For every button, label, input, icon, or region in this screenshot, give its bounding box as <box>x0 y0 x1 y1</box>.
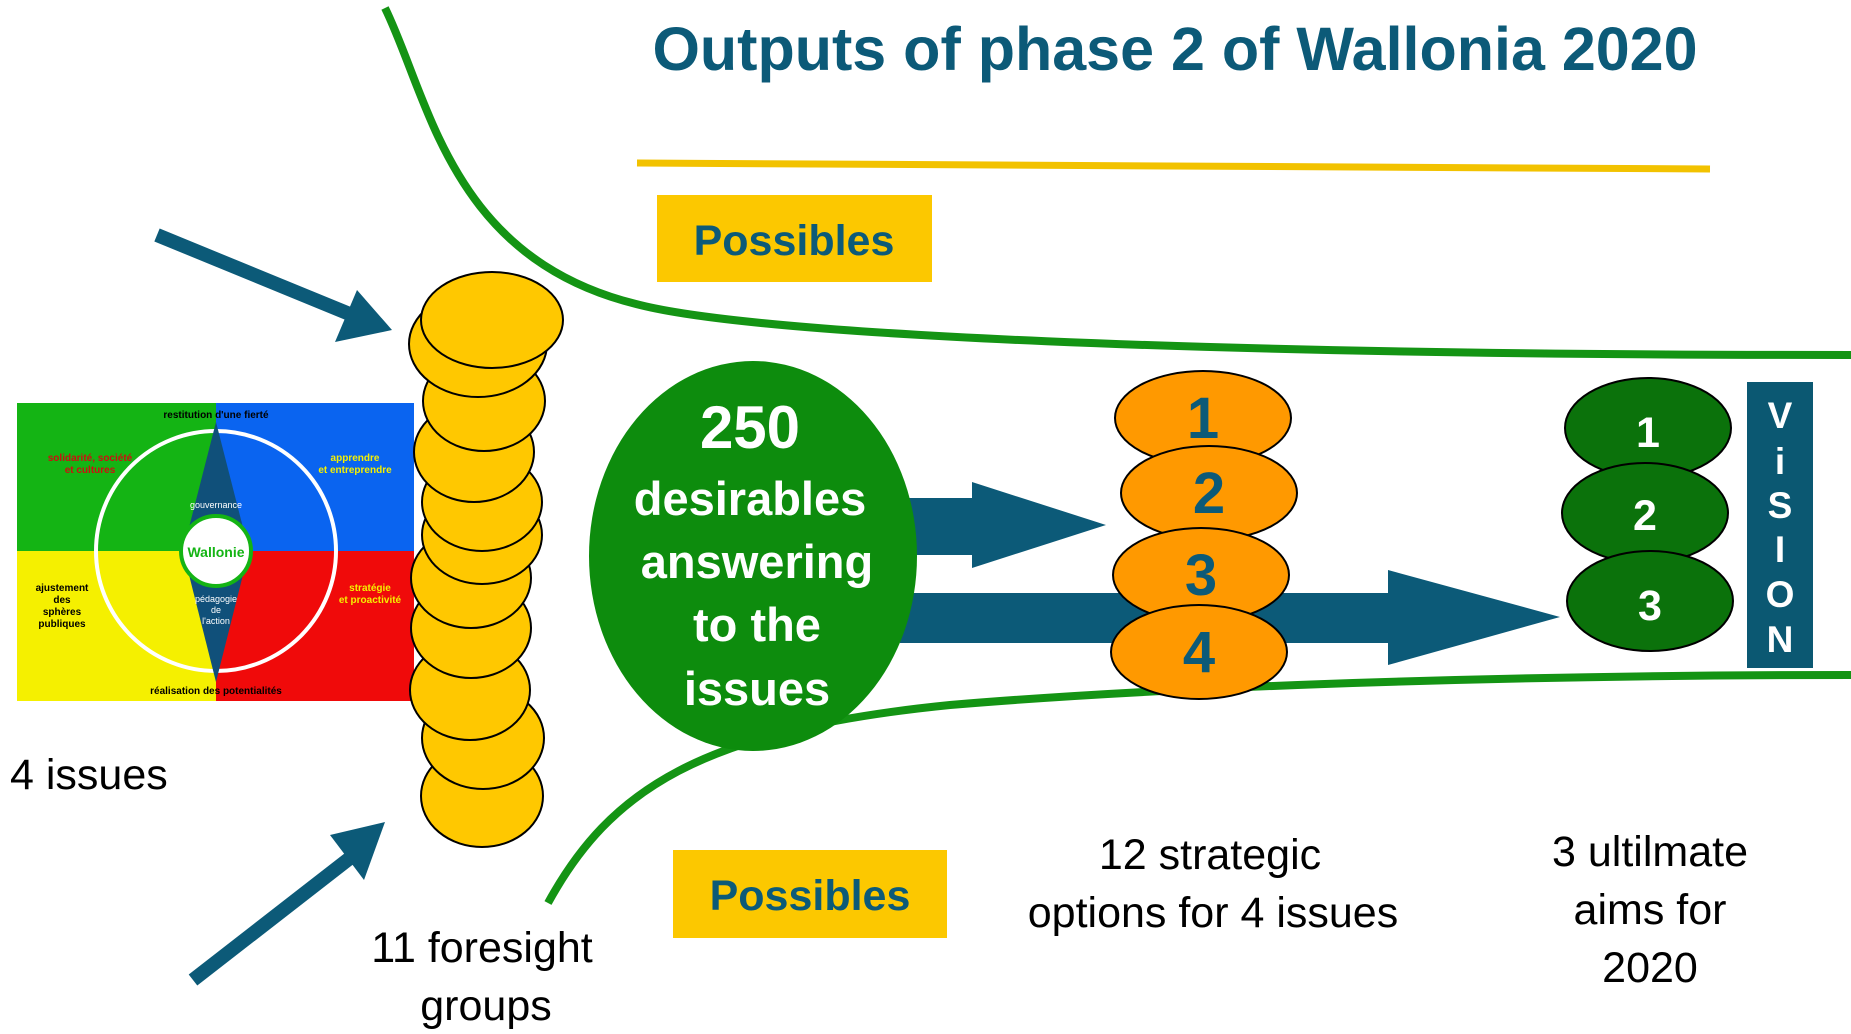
funnel-bottom-curve <box>544 671 1851 905</box>
input-arrow-bottom <box>188 822 385 986</box>
quadrant-lower-label-2: de <box>211 605 221 615</box>
aim-3-label: 3 <box>1638 582 1662 630</box>
quadrant-tl-label-1: solidarité, société <box>48 453 133 464</box>
desirables-line-3: to the <box>693 598 821 651</box>
ultimate-aims-stack: 1 2 3 <box>1561 377 1734 652</box>
desirables-count: 250 <box>700 394 800 461</box>
quadrant-blue <box>216 403 414 551</box>
desirables-line-2: answering <box>641 535 873 588</box>
options-caption-2: options for 4 issues <box>1028 889 1398 937</box>
possibles-bottom-bg <box>673 850 947 938</box>
possibles-top-box: Possibles <box>657 195 932 282</box>
vision-letter-5: O <box>1766 574 1795 615</box>
issues-quadrant-chart: Wallonie restitution d'une fierté réalis… <box>17 403 414 701</box>
vision-letter-3: S <box>1768 485 1793 526</box>
quadrant-yellow <box>17 551 216 701</box>
aims-caption-1: 3 ultilmate <box>1552 828 1748 876</box>
quadrant-br-label-2: et proactivité <box>339 595 402 606</box>
aim-3: 3 <box>1566 550 1734 652</box>
quadrant-upper-label: gouvernance <box>190 500 242 510</box>
possibles-top-bg <box>657 195 932 282</box>
page-title: Outputs of phase 2 of Wallonia 2020 <box>652 15 1697 83</box>
issues-caption: 4 issues <box>10 751 168 799</box>
vision-letter-4: I <box>1775 529 1785 570</box>
desirables-line-4: issues <box>684 662 830 715</box>
quadrant-tl-label-2: et cultures <box>65 465 116 476</box>
option-2-label: 2 <box>1193 461 1225 526</box>
wallonie-label: Wallonie <box>187 544 244 560</box>
vision-letter-1: V <box>1768 395 1793 436</box>
quadrant-lower-label-3: l'action <box>202 616 230 626</box>
possibles-bottom-label: Possibles <box>710 872 911 920</box>
aims-caption-3: 2020 <box>1602 944 1698 992</box>
possibles-top-label: Possibles <box>694 217 895 265</box>
quadrant-green <box>17 403 216 551</box>
aim-1: 1 <box>1564 377 1732 479</box>
option-4-label: 4 <box>1183 620 1215 685</box>
quadrant-bl-label-4: publiques <box>38 619 86 630</box>
groups-caption-1: 11 foresight <box>371 924 593 972</box>
options-caption-1: 12 strategic <box>1099 831 1321 879</box>
foresight-groups-stack <box>408 271 564 848</box>
vision-letter-6: N <box>1767 619 1794 660</box>
option-3: 3 <box>1112 527 1290 623</box>
option-2: 2 <box>1120 445 1298 541</box>
funnel-top-curve <box>381 6 1851 359</box>
quadrant-bl-label-2: des <box>53 595 71 606</box>
quadrant-bl-label-3: sphères <box>43 607 82 618</box>
input-arrow-top <box>154 228 392 342</box>
vision-bar-bg <box>1747 382 1813 668</box>
quadrant-bl-label-1: ajustement <box>36 583 89 594</box>
aims-caption-2: aims for <box>1574 886 1727 934</box>
aim-1-label: 1 <box>1636 409 1660 457</box>
aim-2-label: 2 <box>1633 492 1657 540</box>
option-1-label: 1 <box>1187 386 1219 451</box>
quadrant-lower-label-1: pédagogie <box>195 594 237 604</box>
quadrant-tr-label-1: apprendre <box>331 453 380 464</box>
possibles-bottom-box: Possibles <box>673 850 947 938</box>
desirables-line-1: desirables <box>634 472 867 525</box>
quadrant-br-label-1: stratégie <box>349 583 391 594</box>
option-4: 4 <box>1110 604 1288 700</box>
quadrant-tr-label-2: et entreprendre <box>318 465 392 476</box>
coin <box>420 271 564 369</box>
vision-letter-2: i <box>1775 441 1785 482</box>
vision-bar: V i S I O N <box>1747 382 1813 668</box>
quadrant-top-label: restitution d'une fierté <box>163 410 269 421</box>
aim-2: 2 <box>1561 462 1729 564</box>
desirables-ellipse-bg <box>589 361 917 751</box>
wallonie-circle <box>179 514 253 588</box>
flow-arrow-to-options <box>900 482 1106 568</box>
desirables-ellipse: 250 desirables answering to the issues <box>589 361 917 751</box>
groups-caption-2: groups <box>420 982 551 1030</box>
gold-divider-line <box>636 159 1711 173</box>
quadrant-red <box>216 551 414 701</box>
strategic-options-stack: 1 2 3 4 <box>1110 370 1298 700</box>
option-3-label: 3 <box>1185 543 1217 608</box>
quadrant-bottom-label: réalisation des potentialités <box>150 686 282 697</box>
